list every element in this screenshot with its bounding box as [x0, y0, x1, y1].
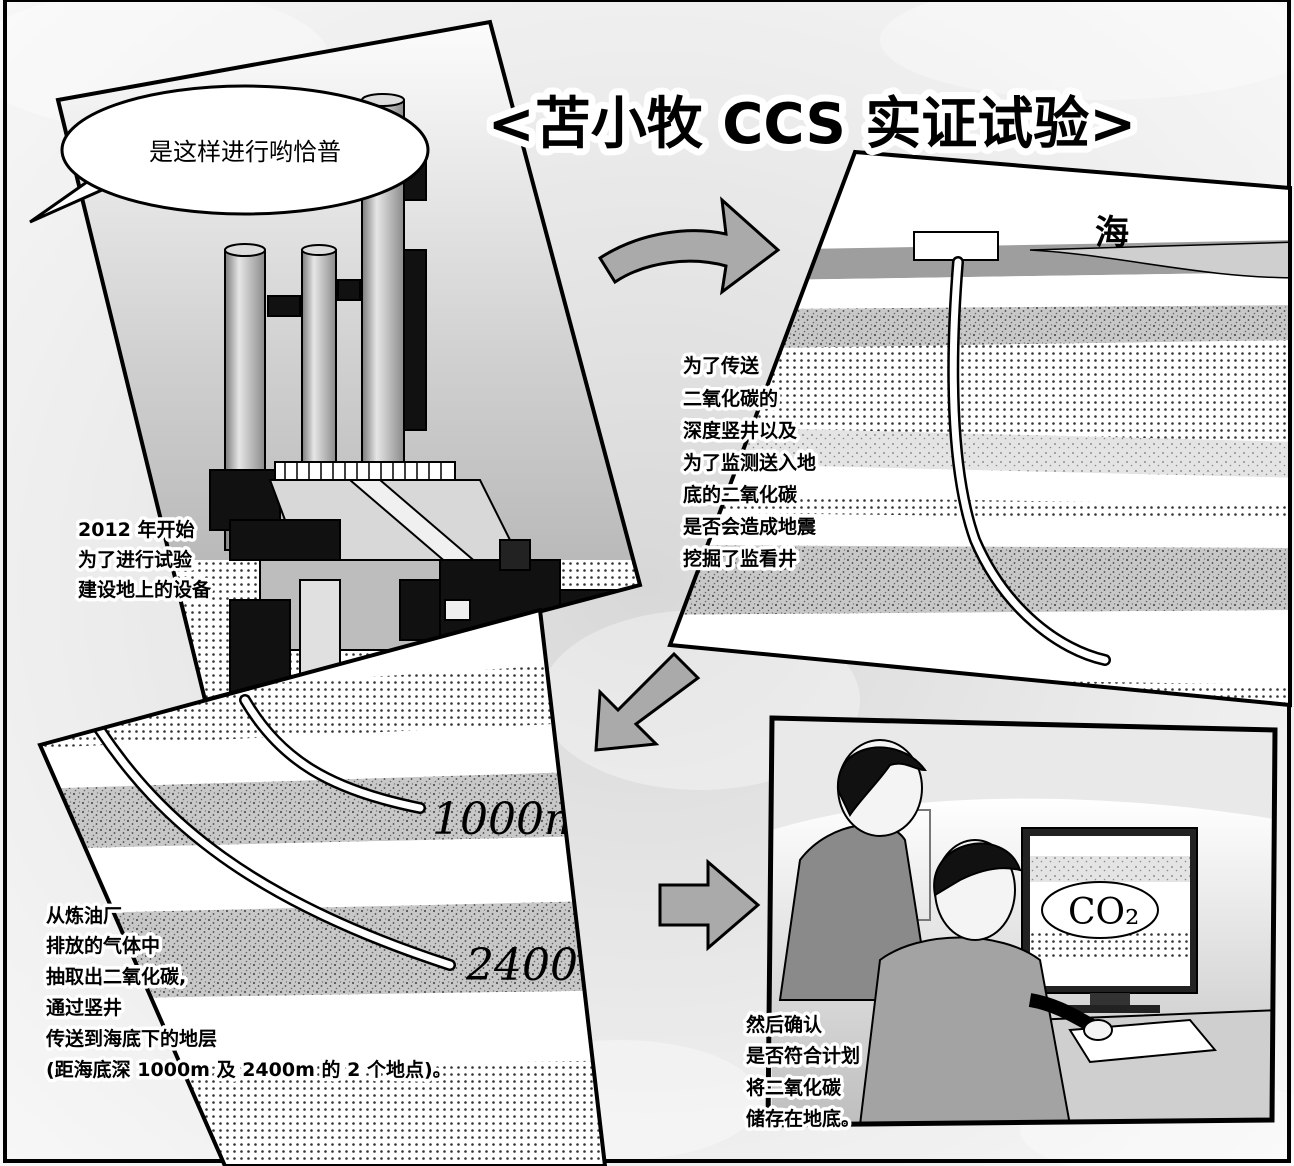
caption-depths-line-5-halo: 传送到海底下的地层 — [45, 1027, 217, 1050]
caption-depths-line-4-halo: 通过竖井 — [46, 997, 122, 1019]
caption-monitor-line-4-halo: 储存在地底。 — [746, 1107, 860, 1130]
caption-depths: 从炼油厂 排放的气体中 抽取出二氧化碳, 通过竖井 传送到海底下的地层 (距海底… — [42, 901, 456, 1085]
caption-monitor-line-2-halo: 是否符合计划 — [746, 1044, 860, 1067]
panel-monitor: CO₂ — [765, 715, 1278, 1128]
arrow-right-top — [597, 196, 781, 296]
caption-wells-line-4-halo: 为了监测送入地 — [683, 451, 816, 474]
caption-facility-line-2: 为了进行试验 — [78, 548, 193, 571]
caption-wells-line-3-halo: 深度竖井以及 — [683, 419, 798, 442]
caption-wells-line-5: 底的二氧化碳 — [683, 483, 798, 506]
caption-wells-line-2: 二氧化碳的 — [683, 387, 778, 410]
caption-depths-line-3: 抽取出二氧化碳, — [46, 965, 186, 988]
caption-wells-line-2-halo: 二氧化碳的 — [683, 387, 778, 410]
caption-wells-line-6-halo: 是否会造成地震 — [683, 515, 817, 538]
caption-facility: 2012 年开始 为了进行试验 建设地上的设备 2012 年开始 为了进行试验 … — [75, 515, 216, 605]
caption-facility-line-3: 建设地上的设备 — [78, 578, 212, 601]
caption-depths-line-6-halo: (距海底深 1000m 及 2400m 的 2 个地点)。 — [46, 1058, 452, 1081]
page-title: <苫小牧 CCS 实证试验> <苫小牧 CCS 实证试验> — [481, 85, 1143, 164]
caption-depths-line-1: 从炼油厂 — [46, 904, 122, 927]
arrow-right-bottom — [658, 858, 761, 952]
caption-depths-line-1-halo: 从炼油厂 — [46, 904, 122, 927]
caption-monitor-line-2: 是否符合计划 — [746, 1044, 860, 1067]
depth-label-1000: 1000m — [432, 794, 586, 845]
caption-depths-line-5: 传送到海底下的地层 — [45, 1027, 217, 1050]
caption-wells-line-7: 挖掘了监看井 — [683, 547, 797, 570]
seated-man — [858, 839, 1113, 1125]
sea-label: 海 — [1095, 213, 1129, 253]
caption-depths-line-6: (距海底深 1000m 及 2400m 的 2 个地点)。 — [46, 1058, 452, 1081]
caption-depths-line-4: 通过竖井 — [46, 997, 122, 1019]
speech-bubble: 是这样进行哟恰普 — [29, 84, 430, 224]
caption-wells-line-3: 深度竖井以及 — [683, 419, 798, 442]
caption-monitor-line-1: 然后确认 — [746, 1013, 822, 1036]
caption-facility-line-2-halo: 为了进行试验 — [78, 548, 193, 571]
co2-screen-label: CO₂ — [1068, 892, 1140, 933]
caption-wells: 为了传送 二氧化碳的 深度竖井以及 为了监测送入地 底的二氧化碳 是否会造成地震… — [680, 351, 821, 574]
title-text: <苫小牧 CCS 实证试验> — [488, 92, 1136, 157]
caption-wells-line-1: 为了传送 — [683, 354, 760, 377]
title-outline: <苫小牧 CCS 实证试验> — [488, 92, 1136, 157]
caption-monitor-line-3-halo: 将二氧化碳 — [746, 1076, 842, 1099]
caption-wells-line-5-halo: 底的二氧化碳 — [683, 483, 798, 506]
caption-monitor-line-3: 将二氧化碳 — [746, 1076, 842, 1099]
caption-monitor-line-1-halo: 然后确认 — [746, 1013, 822, 1036]
caption-wells-line-7-halo: 挖掘了监看井 — [683, 547, 797, 570]
arrow-down-left — [594, 651, 701, 752]
caption-wells-line-1-halo: 为了传送 — [683, 354, 760, 377]
caption-monitor: 然后确认 是否符合计划 将二氧化碳 储存在地底。 然后确认 是否符合计划 将二氧… — [743, 1010, 864, 1134]
caption-wells-line-4: 为了监测送入地 — [683, 451, 816, 474]
caption-depths-line-3-halo: 抽取出二氧化碳, — [46, 965, 186, 988]
caption-facility-line-1-halo: 2012 年开始 — [78, 518, 195, 541]
speech-bubble-text: 是这样进行哟恰普 — [149, 138, 341, 166]
computer-monitor: CO₂ — [1021, 827, 1198, 1013]
caption-wells-line-6: 是否会造成地震 — [683, 515, 817, 538]
caption-depths-line-2: 排放的气体中 — [46, 934, 160, 957]
caption-facility-line-3-halo: 建设地上的设备 — [78, 578, 212, 601]
caption-facility-line-1: 2012 年开始 — [78, 518, 195, 541]
caption-monitor-line-4: 储存在地底。 — [746, 1107, 860, 1130]
caption-depths-line-2-halo: 排放的气体中 — [46, 934, 160, 957]
